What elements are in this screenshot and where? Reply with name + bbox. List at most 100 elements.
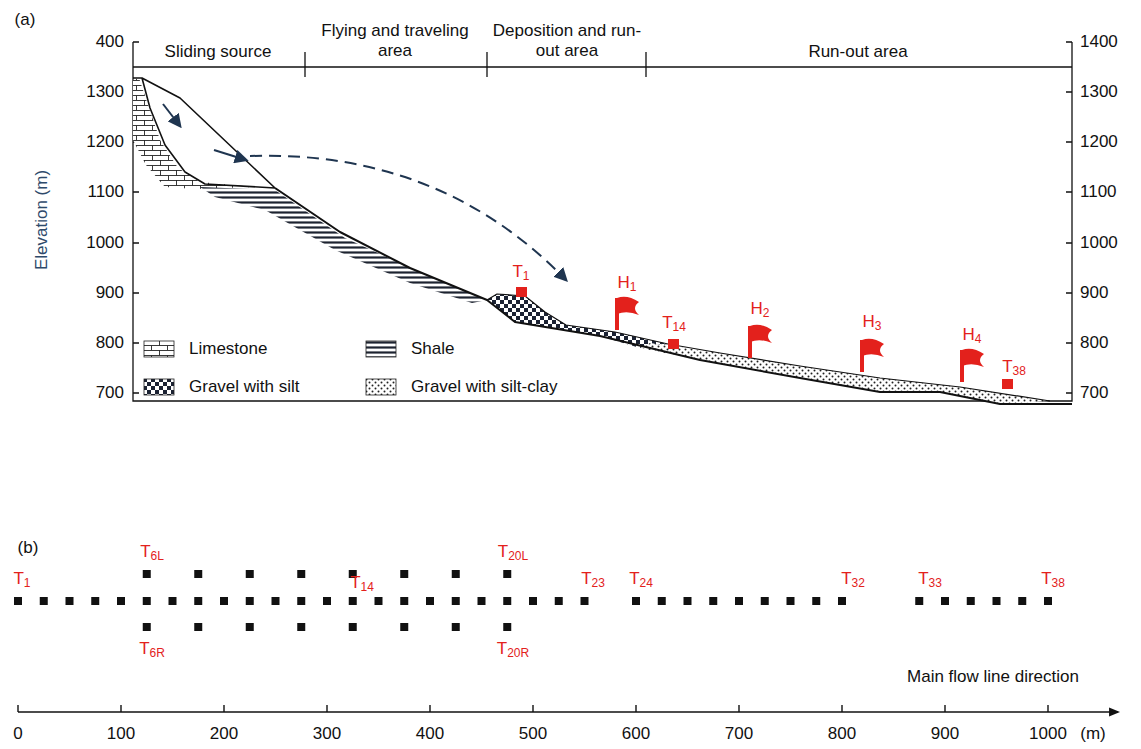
sampling-point — [1018, 597, 1026, 605]
sampling-point — [297, 623, 305, 631]
point-label: T20L — [498, 542, 528, 564]
sampling-point — [169, 597, 177, 605]
axis-tick-label: 1100 — [1080, 182, 1117, 202]
monitoring-label: H4 — [963, 325, 982, 347]
sampling-point — [143, 570, 151, 578]
sampling-point — [400, 570, 408, 578]
sampling-point — [66, 597, 74, 605]
legend-swatch — [143, 340, 175, 358]
axis-tick-label: 400 — [96, 32, 124, 52]
point-label: T1 — [13, 569, 30, 591]
sampling-point — [503, 570, 511, 578]
sampling-point — [452, 623, 460, 631]
sampling-point — [117, 597, 125, 605]
axis-tick-label: 1000 — [86, 233, 124, 253]
sampling-point — [503, 597, 511, 605]
sampling-point — [220, 597, 228, 605]
axis-tick-label: 900 — [1080, 283, 1108, 303]
legend-item: Shale — [365, 339, 454, 359]
sampling-point — [632, 597, 640, 605]
sampling-point — [297, 570, 305, 578]
axis-tick-label: 600 — [622, 724, 650, 744]
axis-tick — [532, 705, 533, 712]
point-label: T14 — [350, 573, 374, 595]
axis-tick-label: 1000 — [1080, 233, 1118, 253]
monitoring-label: T1 — [512, 262, 529, 284]
sampling-point — [349, 623, 357, 631]
sliding-body-outline — [133, 78, 275, 188]
axis-tick-label: 1200 — [1080, 132, 1118, 152]
sampling-point — [967, 597, 975, 605]
sampling-point — [555, 597, 563, 605]
sampling-point — [503, 623, 511, 631]
axis-tick-label: 800 — [828, 724, 856, 744]
monitoring-points — [516, 287, 1013, 389]
sampling-point — [400, 597, 408, 605]
axis-tick — [429, 705, 430, 712]
axis-tick-label: 700 — [1080, 383, 1108, 403]
axis-tick-label: 1200 — [86, 132, 124, 152]
deposit-surface — [487, 294, 1050, 401]
sampling-point — [915, 597, 923, 605]
axis-title: Elevation (m) — [32, 170, 52, 270]
axis-tick — [841, 705, 842, 712]
point-label: T6R — [139, 639, 165, 661]
shale-band — [200, 187, 487, 303]
axis-tick — [223, 705, 224, 712]
axis-tick-label: 1300 — [86, 82, 124, 102]
terrain — [133, 78, 1072, 404]
sampling-point — [91, 597, 99, 605]
axis-tick — [326, 705, 327, 712]
point-label: T38 — [1041, 569, 1065, 591]
sampling-point — [272, 597, 280, 605]
axis-tick-label: 800 — [96, 333, 124, 353]
sampling-point — [581, 597, 589, 605]
sampling-points — [14, 570, 1052, 631]
sampling-point — [426, 597, 434, 605]
monitoring-label: H2 — [751, 299, 770, 321]
axis-tick-label: 400 — [416, 724, 444, 744]
axis-tick-label: 200 — [210, 724, 238, 744]
axis-tick — [17, 705, 18, 712]
axis-tick-label: 500 — [519, 724, 547, 744]
monitoring-label: H3 — [863, 312, 882, 334]
point-label: T33 — [918, 569, 942, 591]
panel-label: (a) — [15, 10, 36, 30]
sampling-point — [349, 597, 357, 605]
axis-tick-label: 800 — [1080, 333, 1108, 353]
monitoring-label: T14 — [662, 313, 686, 335]
axis-tick — [738, 705, 739, 712]
sampling-point — [478, 597, 486, 605]
legend-swatch — [365, 340, 397, 358]
sampling-point — [787, 597, 795, 605]
distance-axis — [18, 705, 1118, 712]
sampling-point — [194, 570, 202, 578]
legend-item: Gravel with silt-clay — [365, 377, 557, 397]
sampling-point — [838, 597, 846, 605]
bedrock-surface — [275, 188, 1072, 404]
sampling-point — [941, 597, 949, 605]
axis-tick-label: 900 — [96, 283, 124, 303]
axis-tick-label: 1000 — [1029, 724, 1067, 744]
sampling-point — [993, 597, 1001, 605]
gravel-with-silt-clay — [640, 343, 1050, 404]
plot-frame — [133, 42, 1072, 401]
monitoring-label: T38 — [1002, 357, 1026, 379]
zone-label: Flying and traveling area — [320, 21, 470, 60]
axis-tick — [120, 705, 121, 712]
legend-item: Gravel with silt — [143, 377, 300, 397]
axis-tick-label: 0 — [13, 724, 22, 744]
point-label: T32 — [841, 569, 865, 591]
legend-text: Limestone — [189, 339, 267, 359]
zone-label: Run-out area — [808, 42, 907, 62]
legend-item: Limestone — [143, 339, 267, 359]
point-label: T20R — [497, 639, 529, 661]
sampling-point — [1044, 597, 1052, 605]
legend-swatch — [365, 378, 397, 396]
sampling-point — [143, 623, 151, 631]
sampling-point — [194, 623, 202, 631]
flag-markers — [617, 297, 984, 382]
sampling-point — [194, 597, 202, 605]
sampling-point — [452, 570, 460, 578]
